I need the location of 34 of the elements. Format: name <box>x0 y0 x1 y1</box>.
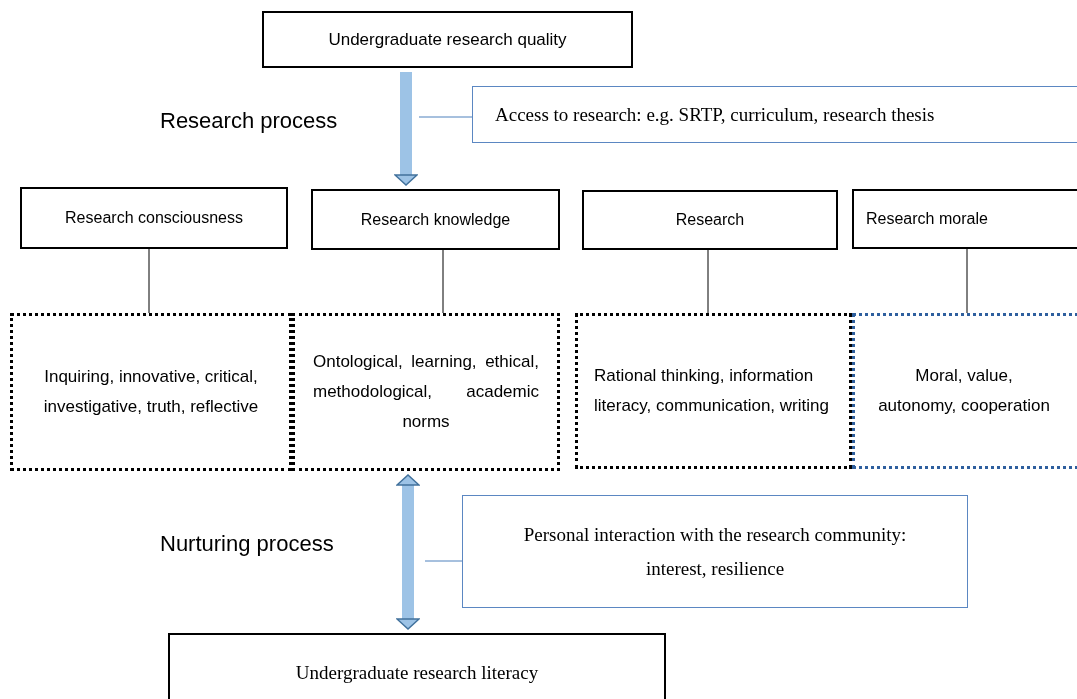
block-arrow <box>394 72 418 186</box>
note-box <box>472 86 1077 143</box>
concept-box <box>262 11 633 68</box>
connector-line <box>442 249 444 314</box>
connector-line <box>148 248 150 314</box>
box-text: Research <box>675 210 745 230</box>
connector-line <box>966 248 968 314</box>
box-text: Inquiring, innovative, critical, investigative, truth, reflective <box>42 366 260 418</box>
process-label: Nurturing process <box>160 531 334 557</box>
box-text: Moral, value, autonomy, cooperation <box>877 365 1051 417</box>
concept-box <box>852 189 1077 249</box>
box-text: Undergraduate research quality <box>328 28 567 51</box>
attribute-box <box>10 313 292 471</box>
note-box <box>462 495 968 608</box>
concept-box <box>311 189 560 250</box>
process-label: Research process <box>160 108 338 134</box>
concept-box <box>20 187 288 249</box>
box-text: Rational thinking, information literacy, communication, writing <box>594 365 830 417</box>
block-arrow <box>396 474 420 630</box>
concept-box <box>582 190 838 250</box>
attribute-box <box>852 313 1077 469</box>
box-text: Personal interaction with the research community: interest, resilience <box>522 523 908 581</box>
box-text: Research knowledge <box>360 209 511 230</box>
attribute-box <box>292 313 560 471</box>
box-text: Undergraduate research literacy <box>295 661 539 686</box>
box-text: Access to research: e.g. SRTP, curriculum, research thesis <box>495 102 935 127</box>
concept-box <box>168 633 666 699</box>
connector-line <box>707 249 709 314</box>
leader-line <box>424 560 463 562</box>
leader-line <box>418 116 473 118</box>
attribute-box <box>575 313 852 469</box>
box-text: Research morale <box>866 209 988 229</box>
box-text: Ontological, learning, ethical, methodological, academic norms <box>313 351 539 433</box>
box-text: Research consciousness <box>65 208 243 228</box>
